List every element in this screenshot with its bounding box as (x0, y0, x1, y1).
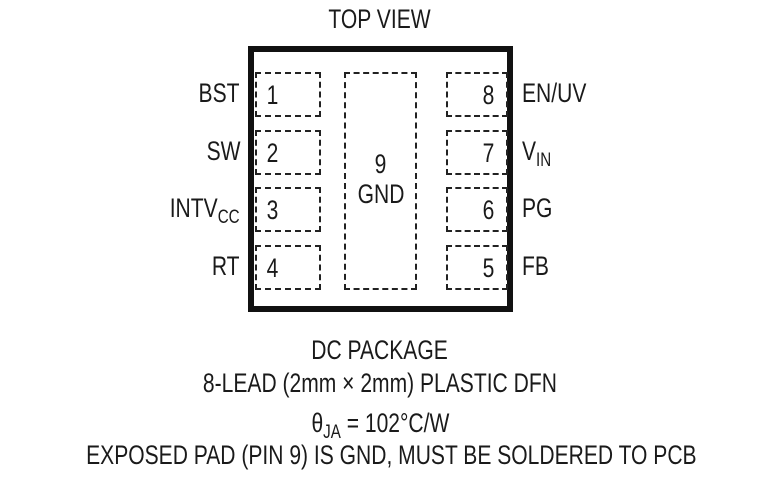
pin-number-8: 8 (482, 80, 495, 110)
package-name-text: DC PACKAGE (311, 335, 449, 365)
package-description: 8-LEAD (2mm × 2mm) PLASTIC DFN (0, 368, 760, 398)
pin-label-rt: RT (204, 251, 240, 281)
pin-number-7: 7 (482, 138, 495, 168)
exposed-pad-note: EXPOSED PAD (PIN 9) IS GND, MUST BE SOLD… (0, 440, 760, 470)
pad-8: 8 (446, 72, 508, 117)
pin-label-fb: FB (522, 251, 557, 281)
package-outline: 1 2 3 4 9 GND 8 7 6 5 (248, 46, 513, 312)
pad-4: 4 (255, 245, 321, 290)
pin-number-3: 3 (266, 195, 279, 225)
pin-label-intvcc: INTVCC (150, 193, 240, 227)
theta-symbol: θ (311, 408, 323, 438)
package-description-text: 8-LEAD (2mm × 2mm) PLASTIC DFN (202, 368, 557, 398)
thermal-resistance: θJA = 102°C/W (0, 408, 760, 442)
pin-label-en-uv: EN/UV (522, 78, 605, 108)
pin-number-6: 6 (482, 195, 495, 225)
pin-label-fb-text: FB (522, 251, 549, 281)
pin-label-intvcc-text: INTV (170, 193, 219, 223)
pad-1: 1 (255, 72, 321, 117)
package-name: DC PACKAGE (0, 335, 760, 365)
exposed-pad-note-text: EXPOSED PAD (PIN 9) IS GND, MUST BE SOLD… (86, 440, 697, 470)
pin-label-bst: BST (187, 78, 240, 108)
top-view-title-text: TOP VIEW (328, 4, 432, 34)
pin-number-4: 4 (266, 253, 279, 283)
pin-label-bst-text: BST (199, 78, 240, 108)
pin-label-sw-text: SW (206, 136, 240, 166)
pad-9-number: 9 (374, 149, 387, 179)
pad-9-name: GND (357, 179, 404, 209)
exposed-pad-9: 9 GND (344, 72, 417, 290)
pin-label-intvcc-sub: CC (218, 205, 240, 228)
theta-sub: JA (322, 420, 341, 443)
pin-label-vin-text: V (522, 136, 537, 166)
pin-label-vin: VIN (522, 136, 559, 170)
pin-number-5: 5 (482, 253, 495, 283)
pin-label-en-uv-text: EN/UV (522, 78, 587, 108)
theta-value: = 102°C/W (340, 408, 449, 438)
pin-label-rt-text: RT (212, 251, 240, 281)
pad-3: 3 (255, 187, 321, 232)
pin-label-vin-sub: IN (536, 148, 552, 171)
pin-label-pg: PG (522, 193, 561, 223)
pad-2: 2 (255, 130, 321, 175)
pad-6: 6 (446, 187, 508, 232)
pin-number-2: 2 (266, 138, 279, 168)
pin-label-pg-text: PG (522, 193, 553, 223)
pad-7: 7 (446, 130, 508, 175)
top-view-title: TOP VIEW (0, 4, 760, 34)
pin-number-1: 1 (266, 80, 279, 110)
pad-5: 5 (446, 245, 508, 290)
pin-label-sw: SW (197, 136, 240, 166)
